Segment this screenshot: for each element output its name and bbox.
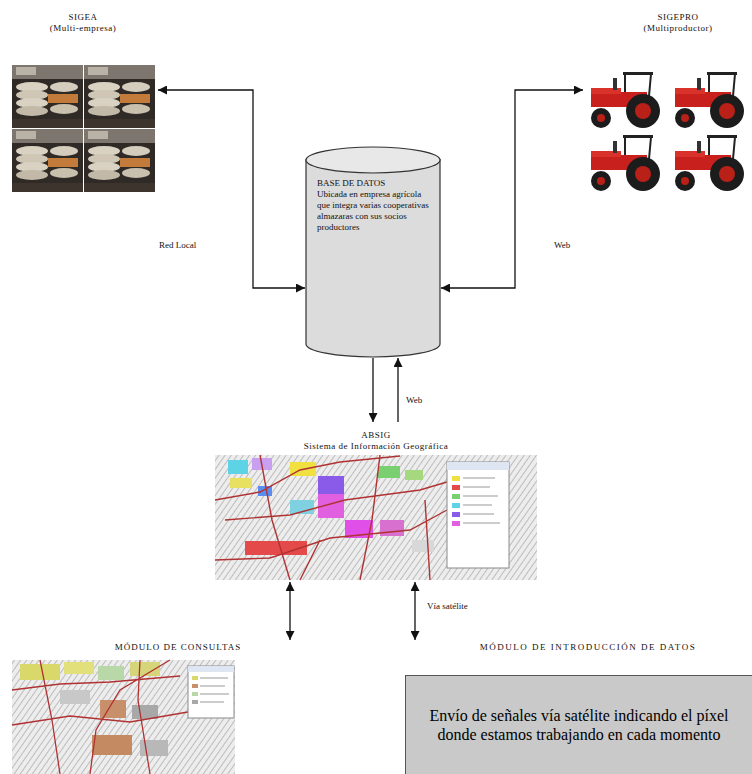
description-text: Envío de señales vía satélite indicando … <box>406 698 752 752</box>
database-description: Ubicada en empresa agrícola que integra … <box>317 189 429 233</box>
edge-label: Red Local <box>157 240 198 251</box>
panel-title: SIGEA <box>8 12 158 23</box>
database-cylinder: BASE DE DATOSUbicada en empresa agrícola… <box>305 146 441 358</box>
panel-title: MÓDULO DE CONSULTAS <box>98 642 258 653</box>
panel-heading: ABSIGSistema de Información Geográfica <box>213 430 539 452</box>
panel-heading: MÓDULO DE CONSULTAS <box>98 642 258 653</box>
system-panel: SIGEPRO(Multiproductor) <box>583 8 749 194</box>
edge-label: Web <box>552 240 572 251</box>
query-map <box>12 660 235 774</box>
panel-title: MÓDULO DE INTRODUCCIÓN DE DATOS <box>427 642 749 653</box>
gis-map <box>215 455 537 580</box>
panel-subtitle: (Multi-empresa) <box>8 23 158 34</box>
connector-arrow <box>158 90 305 288</box>
edge-label: Web <box>404 395 424 406</box>
cylinder-shape <box>305 146 441 358</box>
mill-photo <box>12 65 155 192</box>
tractor-photo <box>583 68 750 193</box>
module-panel: MÓDULO DE INTRODUCCIÓN DE DATOS Envío de … <box>403 640 752 774</box>
panel-title: ABSIG <box>213 430 539 441</box>
panel-subtitle: Sistema de Información Geográfica <box>213 441 539 452</box>
gis-panel: ABSIGSistema de Información Geográfica <box>213 422 539 582</box>
description-box: Envío de señales vía satélite indicando … <box>405 675 752 774</box>
panel-subtitle: (Multiproductor) <box>607 23 749 34</box>
connector-arrow <box>397 358 398 422</box>
edge-label: Vía satélite <box>425 601 470 612</box>
connector-arrow <box>372 358 373 422</box>
database-text: BASE DE DATOSUbicada en empresa agrícola… <box>317 178 429 233</box>
system-panel: SIGEA(Multi-empresa) <box>8 8 158 194</box>
module-panel: MÓDULO DE CONSULTAS <box>10 640 310 774</box>
panel-heading: SIGEA(Multi-empresa) <box>8 12 158 34</box>
panel-heading: SIGEPRO(Multiproductor) <box>607 12 749 34</box>
connector-arrow <box>414 582 415 640</box>
panel-heading: MÓDULO DE INTRODUCCIÓN DE DATOS <box>427 642 749 653</box>
database-title: BASE DE DATOS <box>317 178 429 189</box>
panel-title: SIGEPRO <box>607 12 749 23</box>
connector-arrow <box>441 90 583 288</box>
connector-arrow <box>289 582 290 640</box>
